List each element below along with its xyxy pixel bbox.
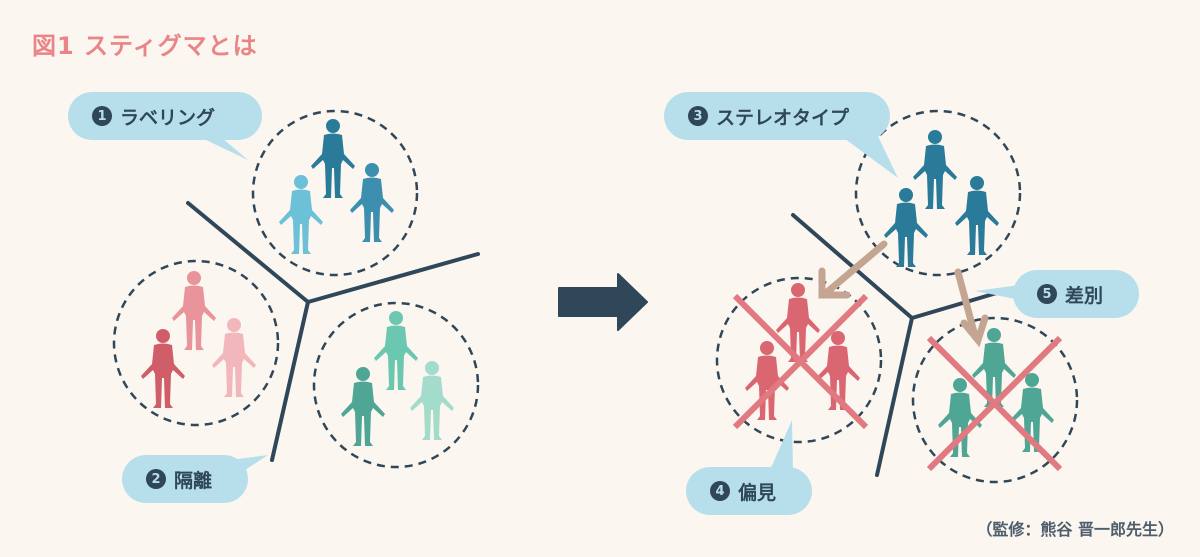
bubble-tail-3 — [833, 130, 898, 178]
label-text: ステレオタイプ — [716, 106, 850, 129]
label-text: 偏見 — [738, 481, 777, 504]
number-badge: 2 — [146, 469, 166, 489]
label-text: 隔離 — [174, 469, 213, 492]
number-badge: 3 — [688, 106, 708, 126]
supervisor-credit: （監修：熊谷 晋一郎先生） — [976, 520, 1174, 539]
cross-mark-icon — [926, 335, 1063, 472]
cross-mark-icon — [732, 293, 869, 430]
figure-title: 図1 スティグマとは — [32, 32, 258, 60]
label-text: ラベリング — [120, 106, 216, 129]
number-badge: 5 — [1037, 284, 1057, 304]
stereotype-to-discrimination-arrow-icon — [954, 268, 989, 348]
label-bubble-isolation: 2 隔離 — [122, 455, 248, 503]
label-bubble-stereotype: 3 ステレオタイプ — [664, 92, 890, 140]
prejudice-group — [715, 276, 883, 444]
number-badge: 1 — [92, 106, 112, 126]
discrimination-group — [911, 316, 1079, 484]
red-group — [112, 259, 280, 427]
bubble-tail-4 — [770, 420, 793, 470]
stereotype-group — [854, 109, 1022, 277]
number-badge: 4 — [710, 481, 730, 501]
bubble-tail-5 — [975, 285, 1020, 300]
stereotype-to-prejudice-arrow-icon — [818, 240, 888, 299]
label-bubble-prejudice: 4 偏見 — [686, 467, 812, 515]
label-bubble-labeling: 1 ラベリング — [68, 92, 262, 140]
label-text: 差別 — [1065, 284, 1104, 307]
green-group — [312, 301, 480, 469]
blue-group — [251, 109, 419, 277]
divider-lines-left — [186, 201, 480, 462]
label-bubble-discrimination: 5 差別 — [1013, 270, 1139, 318]
right-arrow-icon — [558, 273, 648, 331]
